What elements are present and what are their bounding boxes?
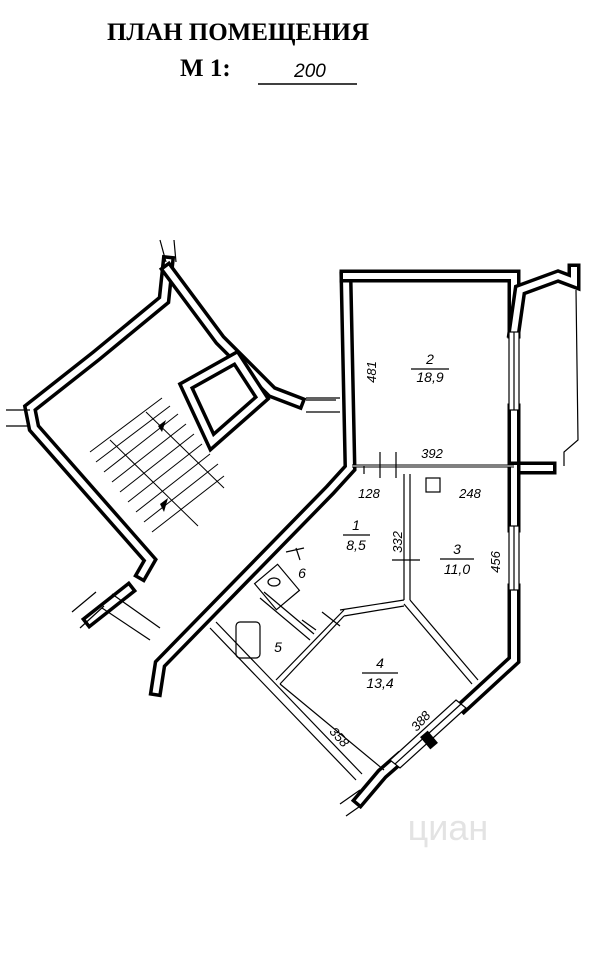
room-6-number: 6 (298, 565, 306, 581)
scale-value: 200 (293, 61, 326, 82)
plan-title: ПЛАН ПОМЕЩЕНИЯ (107, 19, 369, 46)
dim-hall-depth: 332 (390, 530, 405, 552)
scale-label: М 1: (180, 55, 231, 82)
dim-room4-diag: 358 (327, 724, 353, 751)
dim-room3-height: 456 (488, 550, 503, 572)
room-3-area: 11,0 (444, 561, 470, 577)
room-labels: 2 18,9 1 8,5 3 11,0 4 13,4 5 6 (274, 351, 474, 691)
room-1-area: 8,5 (346, 537, 366, 553)
watermark-logo: циан (408, 807, 489, 848)
room-2-area: 18,9 (416, 369, 443, 385)
partitions (209, 452, 514, 781)
room-3-number: 3 (453, 541, 461, 557)
room-2-number: 2 (425, 351, 434, 367)
dim-room2-width: 392 (421, 446, 443, 461)
dim-hall-width: 128 (358, 486, 380, 501)
dim-room3-width: 248 (458, 486, 481, 501)
stairwell (6, 239, 340, 641)
apartment-walls (148, 263, 581, 810)
room-5-number: 5 (274, 639, 282, 655)
windows (306, 331, 520, 817)
room-1-number: 1 (352, 517, 360, 533)
room-4-area: 13,4 (366, 675, 393, 691)
dim-room2-height: 481 (364, 361, 379, 383)
stair-flight (89, 397, 225, 533)
room-4-number: 4 (376, 655, 384, 671)
